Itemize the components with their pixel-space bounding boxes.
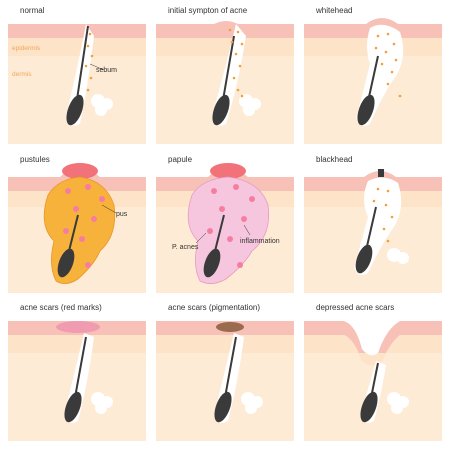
skin-cross-section: P. acnes inflammation: [156, 163, 294, 293]
panel-title: papule: [168, 155, 193, 164]
inflamed-surface: [210, 163, 246, 179]
skin-cross-section: [156, 321, 294, 441]
panel-blackhead: blackhead: [304, 155, 442, 293]
p-acnes-bacteria: [63, 184, 105, 268]
depressed-surface: [304, 321, 442, 365]
sebum-dots: [84, 32, 94, 92]
skin-cross-section: epidermis dermis sebum: [8, 24, 146, 144]
p-acnes-label: P. acnes: [172, 244, 199, 251]
hair-root: [360, 391, 378, 423]
skin-cross-section: [304, 169, 442, 293]
inflammation-label: inflammation: [240, 238, 280, 245]
epidermis-label: epidermis: [12, 45, 41, 52]
pigmentation-mark: [216, 322, 244, 332]
hair-root: [355, 244, 373, 274]
hair-root: [357, 94, 375, 126]
skin-cross-section: [304, 18, 442, 144]
panel-title: whitehead: [316, 6, 353, 15]
p-acnes-bacteria: [207, 184, 255, 268]
hair-root: [57, 248, 75, 278]
panel-pustules: pustules pus: [8, 155, 146, 293]
dermis-label: dermis: [12, 71, 32, 78]
hair-shaft: [75, 25, 89, 107]
scar-depression: [344, 321, 400, 356]
hair-root: [212, 94, 230, 126]
panel-normal: normal epidermis dermis sebum: [8, 6, 146, 144]
panel-title: depressed acne scars: [316, 303, 395, 312]
panel-title: acne scars (pigmentation): [168, 303, 261, 312]
skin-cross-section: [8, 321, 146, 441]
panel-title: normal: [20, 6, 45, 15]
sebum-dots: [374, 32, 402, 98]
pus-label: pus: [116, 211, 128, 218]
hair-root: [203, 248, 221, 278]
skin-cross-section: [156, 21, 294, 144]
sebum-dots: [372, 187, 394, 243]
panel-initial-symptom: initial sympton of acne: [156, 6, 294, 144]
panel-title: pustules: [20, 155, 50, 164]
red-mark: [56, 321, 100, 333]
sebum-label: sebum: [96, 67, 117, 74]
hair-root: [64, 391, 82, 423]
inflamed-surface: [62, 163, 98, 179]
panel-title: initial sympton of acne: [168, 6, 248, 15]
panel-whitehead: whitehead: [304, 6, 442, 144]
panel-pigmentation: acne scars (pigmentation): [156, 303, 294, 441]
panel-papule: papule P. acnes inflammation: [156, 155, 294, 293]
hair-root: [214, 391, 232, 423]
sebum-dots: [228, 28, 244, 98]
panel-title: acne scars (red marks): [20, 303, 102, 312]
hair-root: [66, 94, 84, 126]
panel-depressed-scars: depressed acne scars: [304, 303, 442, 441]
skin-cross-section: pus: [8, 163, 146, 293]
blackhead-plug: [378, 169, 384, 177]
panel-red-marks: acne scars (red marks): [8, 303, 146, 441]
skin-cross-section: [304, 321, 442, 441]
panel-title: blackhead: [316, 155, 353, 164]
